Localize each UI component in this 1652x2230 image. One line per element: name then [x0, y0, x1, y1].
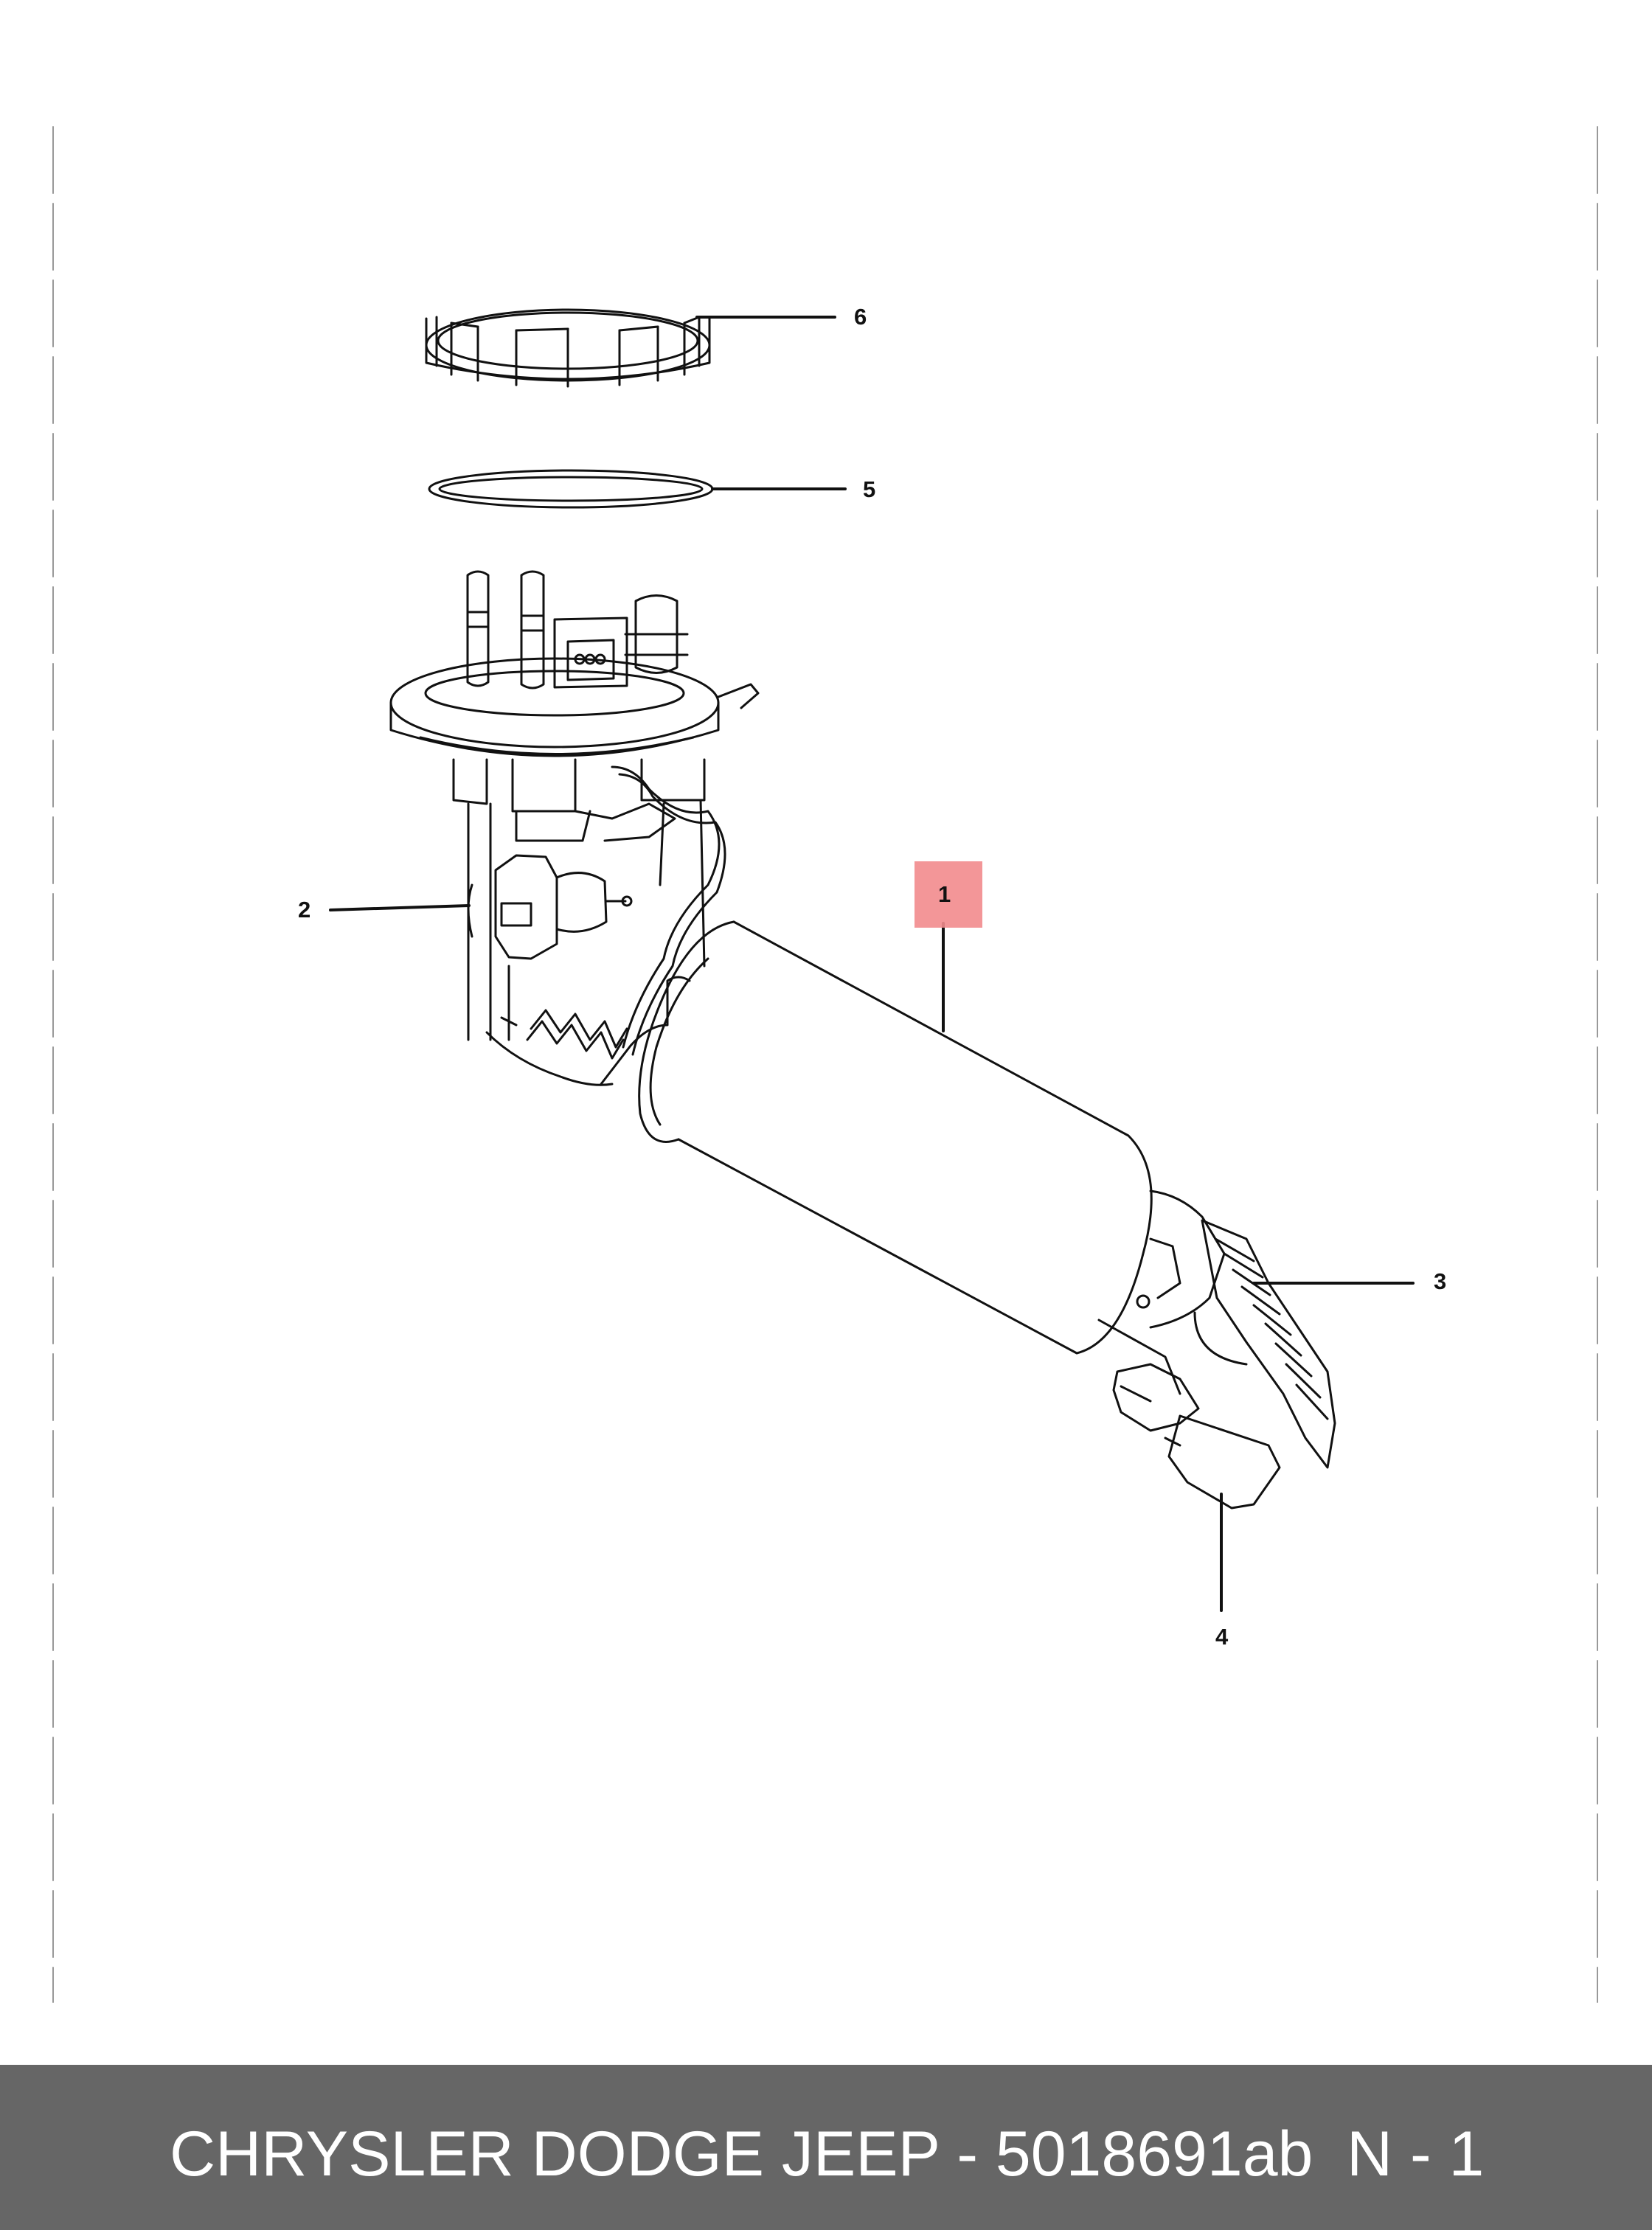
exploded-parts-diagram [52, 126, 1598, 2003]
footer-title: CHRYSLER DODGE JEEP - 5018691ab [170, 2119, 1313, 2189]
callout-label-5: 5 [863, 476, 876, 502]
lock-ring-part [425, 308, 711, 388]
callout-label-2: 2 [298, 897, 311, 923]
callout-1-highlight [914, 861, 982, 928]
callout-label-6: 6 [854, 304, 867, 330]
footer-page-number: N - 1 [1347, 2119, 1485, 2189]
callout-label-3: 3 [1434, 1268, 1447, 1294]
callout-label-4: 4 [1215, 1624, 1229, 1650]
leader-2 [329, 904, 471, 911]
strainer-part [1193, 1219, 1336, 1469]
seal-part [428, 469, 714, 509]
callout-label-1: 1 [938, 881, 951, 907]
footer-bar: CHRYSLER DODGE JEEP - 5018691ab N - 1 [0, 2065, 1652, 2230]
float-part [1097, 1319, 1281, 1510]
fuel-pump-module [389, 570, 1226, 1355]
